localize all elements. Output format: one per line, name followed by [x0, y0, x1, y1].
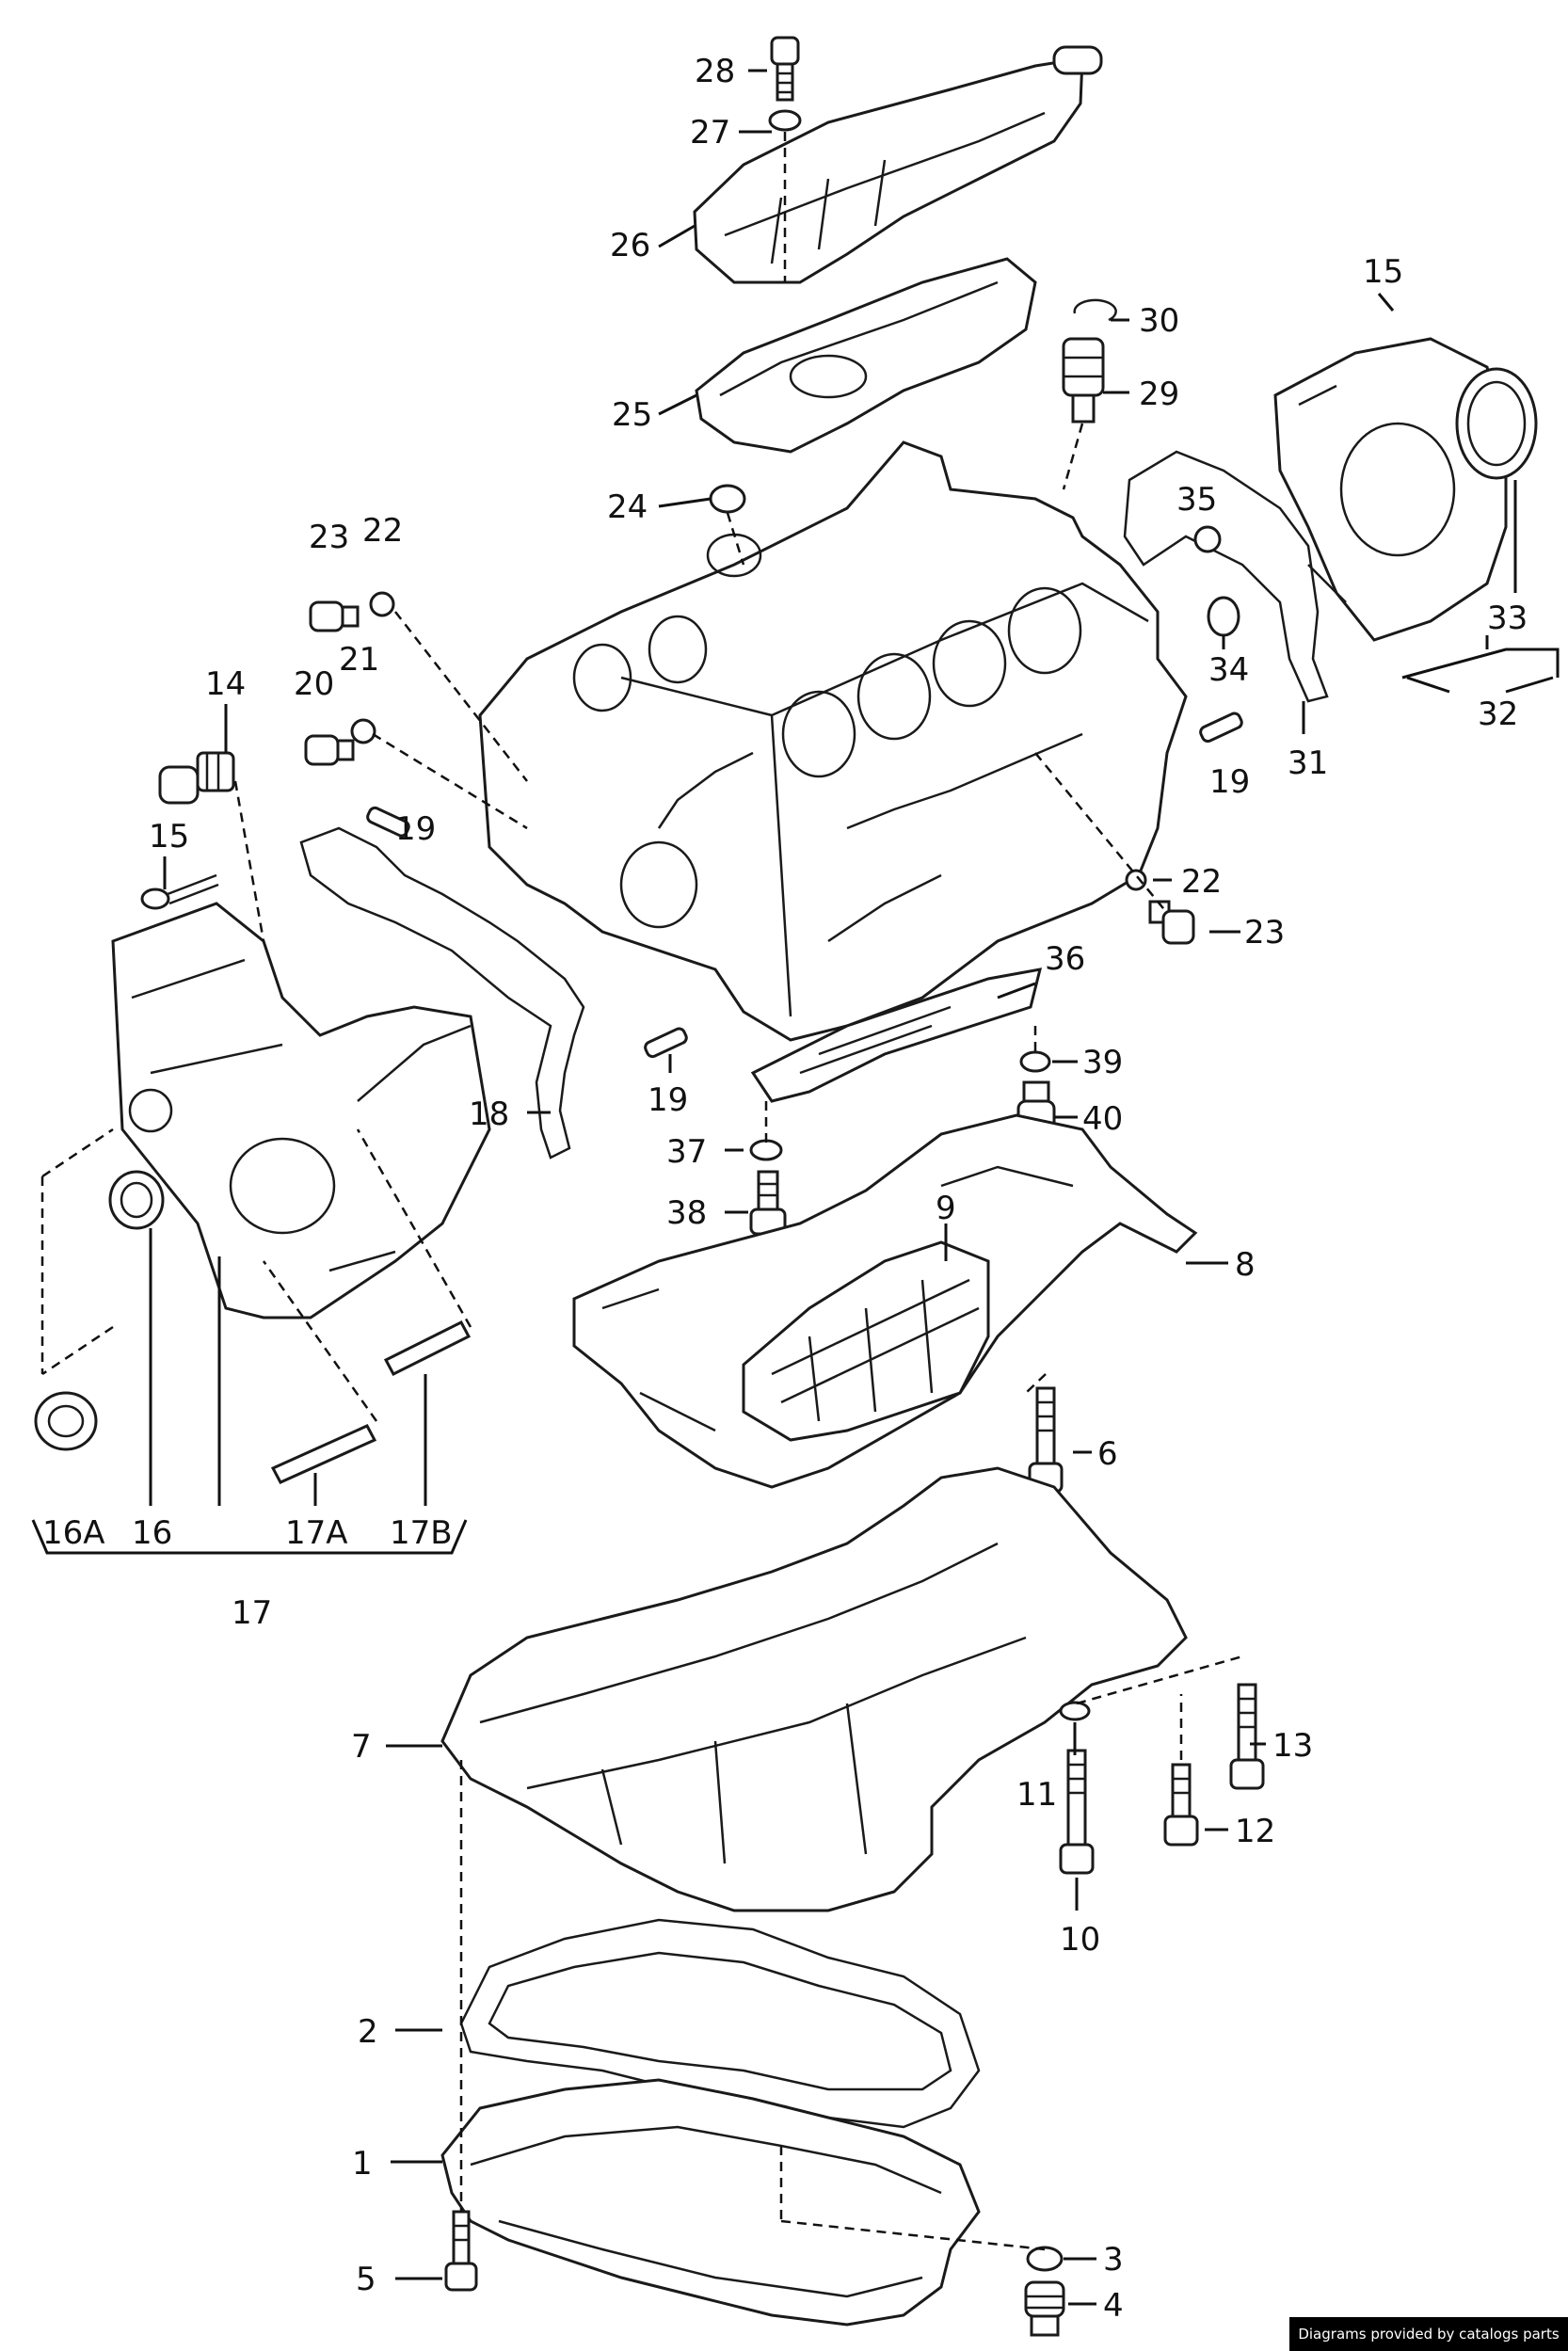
- callout-25: 25: [612, 396, 652, 434]
- part-washer-21: [350, 718, 376, 744]
- callout-26: 26: [610, 227, 650, 264]
- part-plug-23-lower: [1148, 900, 1195, 945]
- callout-11: 11: [1016, 1776, 1057, 1814]
- part-washer-3: [1026, 2246, 1064, 2272]
- part-seal-16: [108, 1170, 165, 1230]
- part-gasket-18: [299, 826, 585, 1160]
- callout-22-lower: 22: [1181, 863, 1222, 901]
- callout-15-top: 15: [1363, 253, 1403, 291]
- part-washer-22-lower: [1125, 869, 1147, 891]
- callout-20: 20: [294, 665, 334, 703]
- callout-6: 6: [1097, 1435, 1118, 1473]
- part-bolt-28: [770, 36, 800, 102]
- part-lower-oil-pan-1: [440, 2078, 981, 2327]
- callout-39: 39: [1082, 1044, 1123, 1081]
- part-seal-16A: [34, 1391, 98, 1451]
- callout-17A: 17A: [285, 1514, 348, 1552]
- callout-5: 5: [356, 2261, 376, 2298]
- part-plug-23-upper: [309, 600, 360, 632]
- part-washer-22-upper: [369, 591, 395, 617]
- callout-9: 9: [936, 1190, 956, 1227]
- part-front-cover-17: [111, 902, 491, 1319]
- part-drain-plug-4: [1024, 2280, 1065, 2337]
- part-dowel-17B: [383, 1320, 472, 1376]
- callout-36: 36: [1045, 940, 1085, 978]
- callout-21: 21: [339, 641, 379, 679]
- part-plug-14: [158, 751, 235, 805]
- part-bolt-6: [1028, 1386, 1064, 1494]
- part-baffle-36: [750, 968, 1043, 1103]
- callout-38: 38: [666, 1194, 707, 1232]
- part-gasket-31: [1123, 450, 1329, 703]
- credit-footer: Diagrams provided by catalogs parts: [1289, 2317, 1568, 2351]
- callout-27: 27: [690, 114, 730, 152]
- callout-1: 1: [352, 2145, 373, 2183]
- callout-19-right: 19: [1209, 763, 1250, 801]
- callout-30: 30: [1139, 302, 1179, 340]
- callout-22-upper: 22: [362, 512, 403, 550]
- callout-17B: 17B: [390, 1514, 453, 1552]
- callout-4: 4: [1103, 2287, 1124, 2325]
- part-cover-26: [693, 45, 1103, 284]
- callout-16A: 16A: [42, 1514, 105, 1552]
- part-bolt-12: [1163, 1763, 1199, 1847]
- callout-15-left: 15: [149, 818, 189, 856]
- callout-35: 35: [1176, 481, 1217, 519]
- part-plug-29: [1062, 337, 1105, 424]
- part-gasket-25: [695, 257, 1037, 454]
- part-seal-33: [1455, 367, 1538, 480]
- part-plug-24: [709, 484, 746, 514]
- part-bolt-5: [444, 2210, 478, 2292]
- callout-2: 2: [358, 2013, 378, 2051]
- part-bolt-38: [749, 1170, 787, 1236]
- leader-lines: [31, 69, 1560, 2306]
- callout-18: 18: [469, 1096, 509, 1133]
- callout-37: 37: [666, 1133, 707, 1171]
- callout-10: 10: [1060, 1921, 1100, 1959]
- part-plug-20: [304, 734, 355, 766]
- callout-23-lower: 23: [1244, 914, 1285, 952]
- callout-19-upper: 19: [395, 810, 436, 848]
- callout-29: 29: [1139, 376, 1179, 413]
- part-circlip-30: [1073, 298, 1117, 322]
- callout-40: 40: [1082, 1100, 1123, 1138]
- part-dowel-19-lower: [644, 1027, 688, 1059]
- alignment-lines: [40, 132, 1243, 2251]
- part-washer-11: [1059, 1701, 1091, 1721]
- callout-3: 3: [1103, 2241, 1124, 2279]
- part-engine-block: [478, 440, 1188, 1042]
- part-dowel-17A: [270, 1424, 377, 1484]
- callout-12: 12: [1235, 1813, 1275, 1850]
- callout-16: 16: [132, 1514, 172, 1552]
- callout-31: 31: [1288, 744, 1328, 782]
- part-washer-37: [749, 1139, 783, 1161]
- part-plug-35: [1193, 525, 1222, 553]
- part-bolt-13: [1229, 1683, 1265, 1790]
- part-dowel-19-upper: [366, 806, 410, 838]
- part-bolt-10: [1059, 1749, 1095, 1875]
- callout-34: 34: [1208, 651, 1249, 689]
- callout-24: 24: [607, 488, 648, 526]
- part-bolt-15-left: [140, 873, 219, 910]
- callout-32: 32: [1478, 696, 1518, 733]
- callout-33: 33: [1487, 600, 1528, 637]
- part-baffle-9: [742, 1240, 990, 1442]
- part-rear-cover-32: [1273, 337, 1508, 642]
- callout-28: 28: [695, 53, 735, 90]
- part-upper-oil-pan-7: [440, 1466, 1188, 1912]
- part-dowel-19-right: [1199, 712, 1243, 744]
- callout-13: 13: [1272, 1727, 1313, 1765]
- callout-23-upper: 23: [309, 519, 349, 556]
- callout-7: 7: [351, 1728, 372, 1766]
- callout-17: 17: [232, 1594, 272, 1632]
- callout-labels: 28 27 26 30 29 25 15 24 35 23 22 33 21 3…: [42, 53, 1528, 2325]
- part-plug-34: [1207, 596, 1240, 637]
- part-washer-27: [768, 109, 802, 132]
- callout-19-lower: 19: [648, 1081, 688, 1119]
- callout-8: 8: [1235, 1246, 1256, 1284]
- callout-14: 14: [205, 665, 246, 703]
- part-washer-39: [1019, 1050, 1051, 1073]
